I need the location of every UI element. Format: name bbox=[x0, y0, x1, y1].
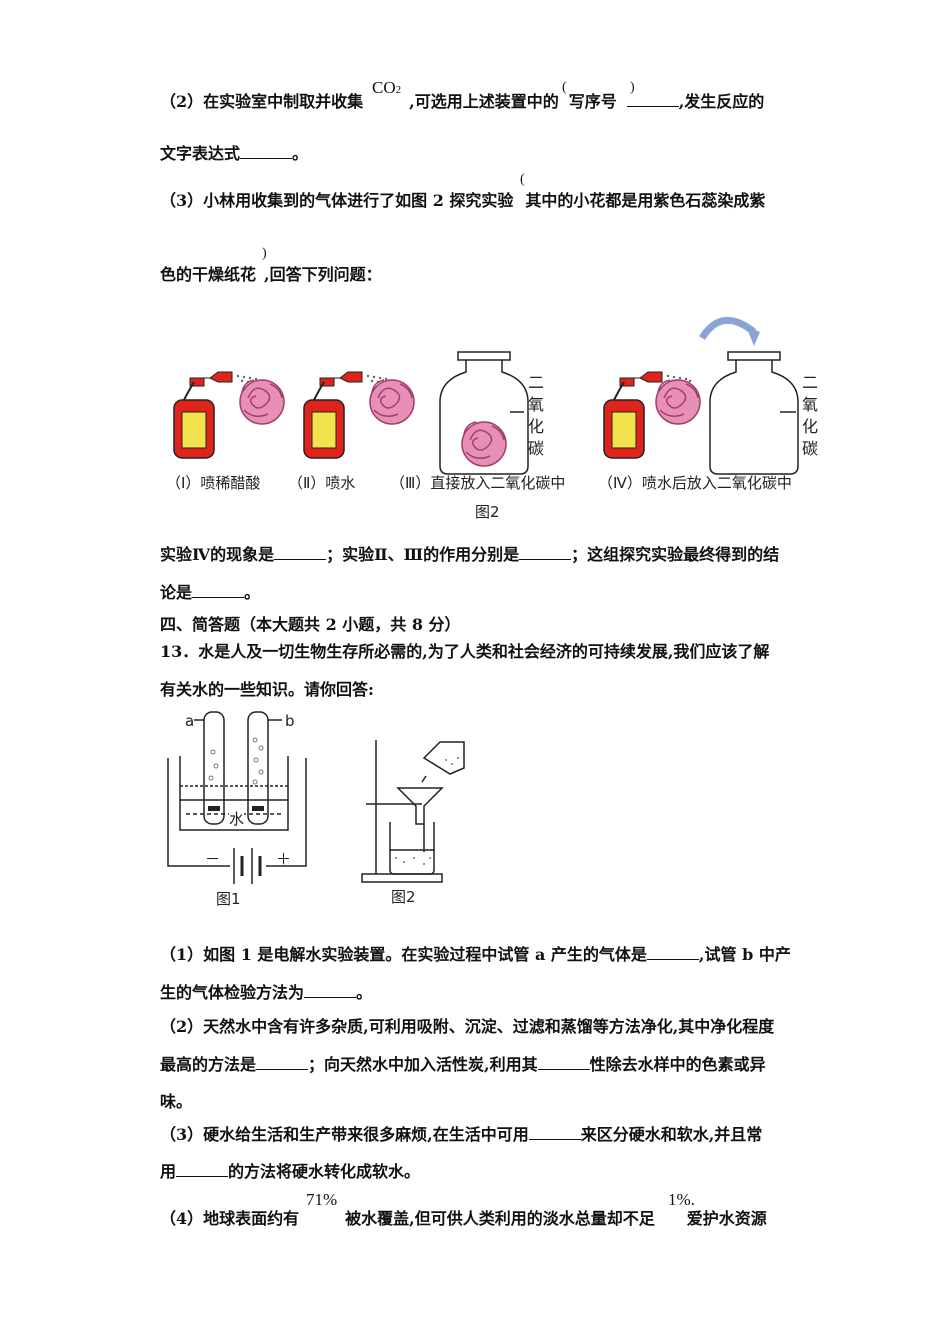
q13-intro-line1: 13．水是人及一切生物生存所必需的,为了人类和社会经济的可持续发展,我们应该了解 bbox=[160, 642, 770, 661]
minus-sign: － bbox=[205, 850, 221, 868]
answer-blank[interactable] bbox=[274, 545, 327, 560]
figure2-caption: 图2 bbox=[391, 888, 416, 906]
answer-blank[interactable] bbox=[537, 1055, 590, 1070]
section-heading: 四、简答题（本大题共 2 小题，共 8 分） bbox=[160, 615, 461, 634]
figure1-caption: 图1 bbox=[216, 890, 241, 908]
paren-left: ( bbox=[520, 172, 525, 187]
q13-part2-line1: （2）天然水中含有许多杂质,可利用吸附、沉淀、过滤和蒸馏等方法净化,其中净化程度 bbox=[160, 1017, 775, 1036]
q13-part3-line2: 用的方法将硬水转化成软水。 bbox=[160, 1162, 421, 1181]
q12-part2-line2: 文字表达式。 bbox=[160, 144, 309, 163]
answer-blank[interactable] bbox=[528, 1125, 581, 1140]
plus-sign: ＋ bbox=[276, 850, 292, 868]
caption-experiment-1: （Ⅰ）喷稀醋酸 bbox=[166, 474, 261, 492]
percent-71: 71% bbox=[306, 1190, 338, 1209]
q13-part1-line2: 生的气体检验方法为。 bbox=[160, 983, 373, 1002]
jar-label-co2: 二氧化碳 bbox=[527, 373, 544, 458]
paren-right: ) bbox=[630, 80, 635, 95]
q12-part3-line2: 色的干燥纸花,回答下列问题： bbox=[160, 265, 382, 284]
q13-intro-line2: 有关水的一些知识。请你回答: bbox=[160, 680, 374, 699]
tube-a-label: a bbox=[185, 712, 195, 730]
paren-left: ( bbox=[562, 80, 567, 95]
caption-experiment-3: （Ⅲ）直接放入二氧化碳中 bbox=[390, 474, 566, 492]
q12-part2-line1: （2）在实验室中制取并收集,可选用上述装置中的写序号,发生反应的 bbox=[160, 92, 765, 111]
jar-label-co2: 二氧化碳 bbox=[801, 373, 818, 458]
answer-blank[interactable] bbox=[176, 1162, 229, 1177]
filtration-apparatus bbox=[361, 740, 465, 883]
q13-part3-line1: （3）硬水给生活和生产带来很多麻烦,在生活中可用来区分硬水和软水,并且常 bbox=[160, 1125, 763, 1144]
q13-part2-line2: 最高的方法是；向天然水中加入活性炭,利用其性除去水样中的色素或异 bbox=[160, 1055, 766, 1074]
caption-experiment-2: （Ⅱ）喷水 bbox=[288, 474, 356, 492]
figure-title: 图2 bbox=[475, 503, 500, 521]
tube-b-label: b bbox=[285, 712, 295, 730]
answer-blank[interactable] bbox=[626, 92, 679, 107]
q12-part3-line1: （3）小林用收集到的气体进行了如图 2 探究实验其中的小花都是用紫色石蕊染成紫 bbox=[160, 191, 766, 210]
answer-blank[interactable] bbox=[646, 945, 699, 960]
answer-blank[interactable] bbox=[519, 545, 572, 560]
answer-blank[interactable] bbox=[192, 583, 245, 598]
q13-part2-line3: 味。 bbox=[160, 1092, 193, 1111]
answer-blank[interactable] bbox=[304, 983, 357, 998]
percent-1: 1%. bbox=[668, 1190, 695, 1209]
q13-part1-line1: （1）如图 1 是电解水实验装置。在实验过程中试管 a 产生的气体是,试管 b … bbox=[160, 945, 791, 964]
q13-part4-line1: （4）地球表面约有被水覆盖,但可供人类利用的淡水总量却不足爱护水资源 bbox=[160, 1209, 767, 1228]
co2-formula: CO2 bbox=[372, 78, 402, 97]
answer-blank[interactable] bbox=[256, 1055, 309, 1070]
electrolysis-apparatus bbox=[167, 711, 307, 884]
q12-questions-line2: 论是。 bbox=[160, 583, 261, 602]
answer-blank[interactable] bbox=[240, 144, 293, 159]
q12-questions-line1: 实验Ⅳ的现象是；实验Ⅱ、Ⅲ的作用分别是；这组探究实验最终得到的结 bbox=[160, 545, 780, 564]
water-label: 水 bbox=[229, 808, 245, 829]
paren-right: ) bbox=[262, 246, 267, 261]
caption-experiment-4: （Ⅳ）喷水后放入二氧化碳中 bbox=[598, 474, 792, 492]
